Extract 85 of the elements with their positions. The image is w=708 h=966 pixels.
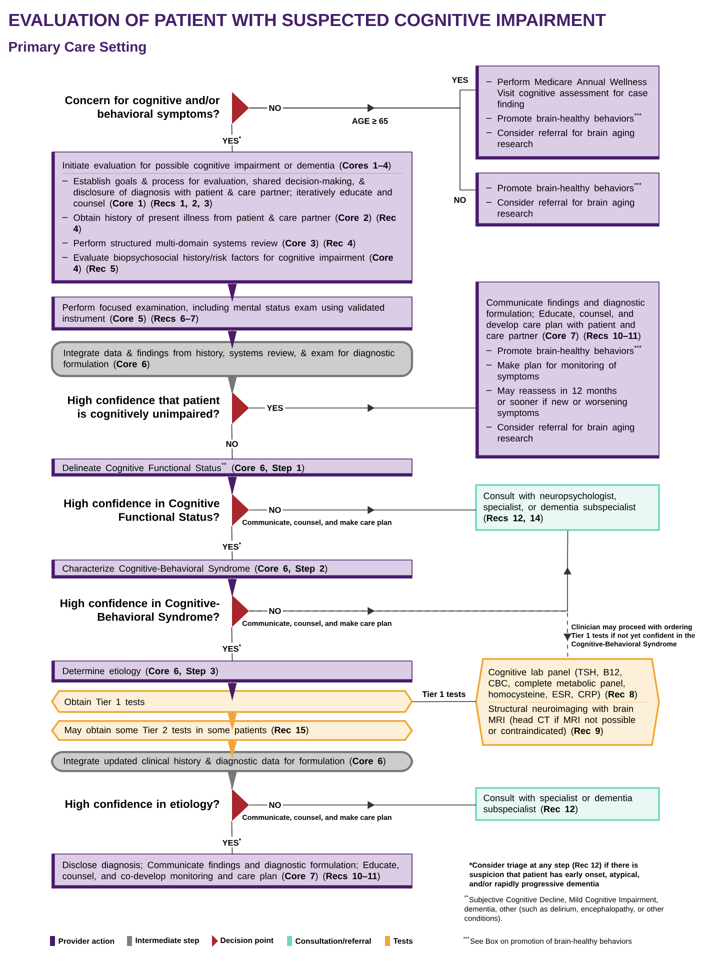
list-item: Consider referral for brain aging research xyxy=(486,424,634,442)
edge-label: YES$^{*}$ xyxy=(220,134,244,146)
edge-label: Tier 1 tests xyxy=(420,689,468,699)
action-box xyxy=(52,560,412,578)
box-text: Perform focused examination, including mental status exam using validated instrument (Core 5) (Recs 6–7) xyxy=(62,304,384,324)
arrow xyxy=(228,476,237,495)
list-item: May reassess in 12 months or sooner if new or worsening symptoms xyxy=(486,387,627,418)
edge-label: NO xyxy=(452,195,468,205)
list-item: Establish goals & process for evaluation, shared decision-making, & disclosure of diagnosis with patient & care partner; iteratively educate and counsel (Core 1) (Recs 1, 2, 3) xyxy=(62,178,392,208)
connector-line xyxy=(231,820,233,854)
box-text: Characterize Cognitive-Behavioral Syndrome (Core 6, Step 2) xyxy=(62,564,328,574)
node-label: High confidence in etiology? xyxy=(66,800,220,810)
referral-box xyxy=(475,787,660,821)
action-box xyxy=(476,282,660,458)
box-text: Obtain Tier 1 tests xyxy=(64,698,144,706)
arrow xyxy=(228,376,237,395)
node-label: High confidence in Cognitive Functional Status? xyxy=(64,499,220,521)
node-label: High confidence that patient is cognitively unimpaired? xyxy=(68,396,220,420)
arrow xyxy=(228,283,237,302)
arrow xyxy=(248,104,476,190)
list-item: Make plan for monitoring of symptoms xyxy=(486,362,616,382)
referral-box xyxy=(475,484,660,531)
connector-line xyxy=(231,626,233,662)
action-box xyxy=(52,854,412,888)
decision-point: Concern for cognitive and/or behavioral symptoms? xyxy=(65,92,249,124)
arrow xyxy=(228,771,237,790)
arrow xyxy=(228,330,237,349)
box-text: Disclose diagnosis; Communicate findings and diagnostic formulation; Educate, counsel, and co-develop monitoring and care plan (Core 7) (Recs 10–11) xyxy=(62,861,398,882)
box-text: Determine etiology (Core 6, Step 3) xyxy=(63,667,218,676)
list-item: Consider referral for brain aging research xyxy=(486,198,634,217)
connector-line xyxy=(231,124,233,152)
list-item: Promote brain-healthy behaviors$^{***}$ xyxy=(486,346,642,356)
arrow xyxy=(248,610,572,660)
box-text: Integrate updated clinical history & diagnostic data for formulation (Core 6) xyxy=(64,757,386,766)
action-box xyxy=(52,296,412,330)
edge-label: YES$^{*}$ xyxy=(220,540,244,552)
arrow xyxy=(248,506,476,514)
box-text: Consult with specialist or dementia subspecialist (Rec 12) xyxy=(484,794,632,814)
box-text: Communicate findings and diagnostic formulation; Educate, counsel, and develop care plan with patient and care partner (Core 7) (Recs 10–11) xyxy=(486,299,645,341)
node-label: High confidence in Cognitive-Behavioral Syndrome? xyxy=(60,598,220,624)
edge-label: YES xyxy=(265,403,285,413)
list-item: Evaluate biopsychosocial history/risk factors for cognitive impairment (Core 4) (Rec 5) xyxy=(62,254,393,274)
action-box xyxy=(476,66,660,160)
edge-label: NO xyxy=(267,606,283,616)
box-text: May obtain some Tier 2 tests in some patients (Rec 15) xyxy=(65,726,308,736)
arrow xyxy=(228,712,237,731)
test-box xyxy=(475,658,660,746)
list-item: Obtain history of present illness from patient & care partner (Core 2) (Rec 4) xyxy=(62,214,396,234)
arrow xyxy=(228,740,237,759)
box-text: Integrate data & findings from history, systems review, & exam for diagnostic formulation (Core 6) xyxy=(63,349,394,370)
action-box xyxy=(52,458,412,476)
node-label: Concern for cognitive and/or behavioral symptoms? xyxy=(65,96,220,120)
subtitle: Primary Care Setting xyxy=(9,41,146,55)
action-box xyxy=(52,152,412,284)
edge-label: NO xyxy=(224,439,240,449)
title: EVALUATION OF PATIENT WITH SUSPECTED COGNITIVE IMPAIRMENT xyxy=(9,14,606,26)
list-item: Promote brain-healthy behaviors$^{***}$ xyxy=(486,113,642,124)
step-box xyxy=(50,750,414,772)
action-box xyxy=(476,172,660,226)
edge-label: NO xyxy=(267,800,283,810)
list-item: Promote brain-healthy behaviors$^{***}$ xyxy=(486,182,642,194)
arrow xyxy=(228,578,237,597)
box-text: Consult with neuropsychologist, specialist, or dementia subspecialist (Recs 12, 14) xyxy=(484,492,636,524)
step-box xyxy=(50,340,414,378)
edge-label: YES$^{*}$ xyxy=(220,836,244,848)
list-item: Perform structured multi-domain systems review (Core 3) (Rec 4) xyxy=(62,240,356,248)
connector-line xyxy=(231,526,233,560)
arrow xyxy=(248,404,476,412)
list-item: Perform Medicare Annual Wellness Visit cognitive assessment for case finding xyxy=(486,78,648,110)
edge-label: YES xyxy=(450,75,470,85)
edge-label: YES$^{*}$ xyxy=(220,642,244,654)
box-text: Initiate evaluation for possible cognitive impairment or dementia (Cores 1–4) xyxy=(63,162,391,170)
connector-line xyxy=(412,701,476,702)
box-text: Cognitive lab panel (TSH, B12, CBC, complete metabolic panel, homocysteine, ESR, CRP) (Rec 8) xyxy=(488,668,637,700)
branch-label: NO xyxy=(267,103,283,113)
action-box xyxy=(52,660,412,682)
list-item: Consider referral for brain aging research xyxy=(486,129,634,148)
box-text: Delineate Cognitive Functional Status$^{**}$ (Core 6, Step 1) xyxy=(63,462,304,473)
decision-point: High confidence that patient is cognitively unimpaired? xyxy=(68,392,249,424)
arrow xyxy=(228,682,237,701)
arrow xyxy=(248,801,476,809)
box-text: Structural neuroimaging with brain MRI (head CT if MRI not possible or contraindicated) (Rec 9) xyxy=(488,705,636,736)
connector-line xyxy=(231,424,233,460)
edge-label: NO xyxy=(267,505,283,515)
condition-label: AGE ≥ 65 xyxy=(352,118,388,124)
